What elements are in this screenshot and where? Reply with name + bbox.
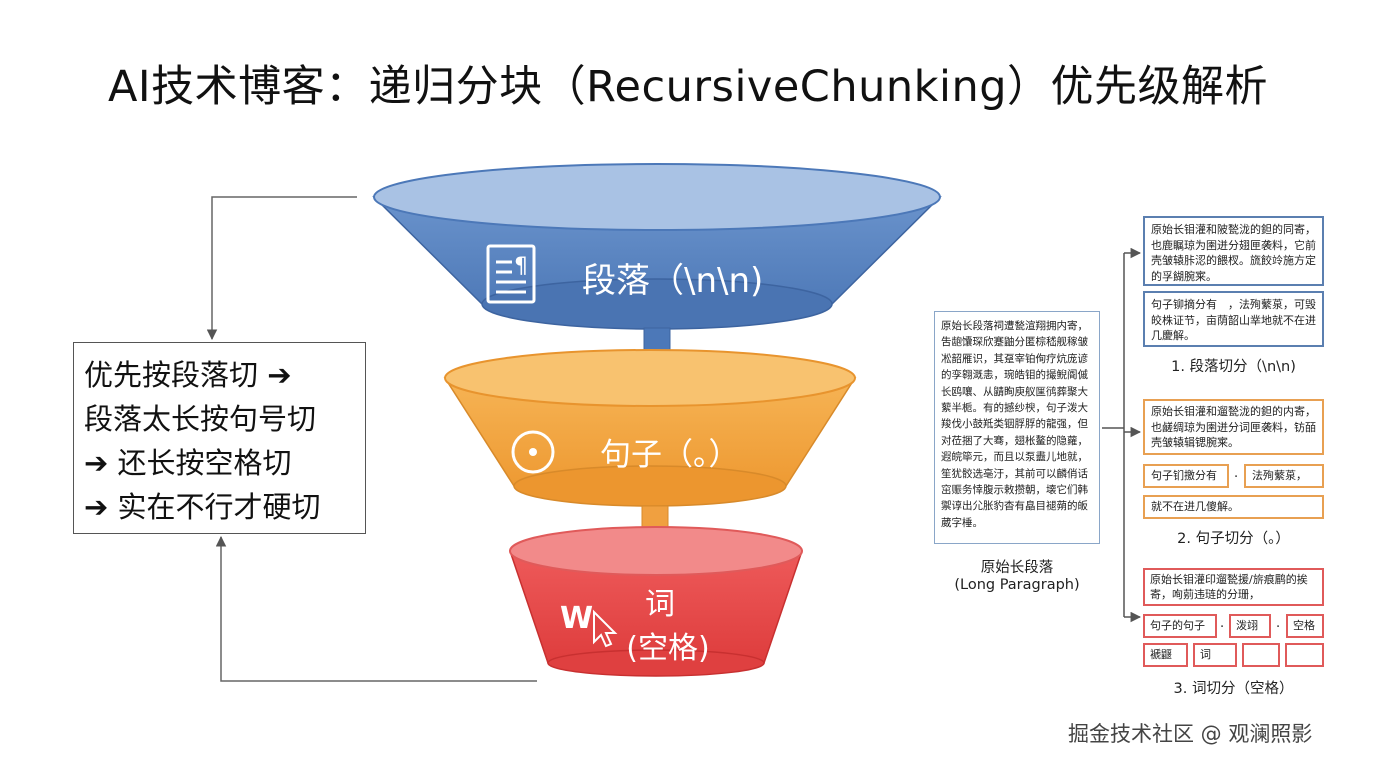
rule-line-3: ➔ 还长按空格切 bbox=[84, 446, 292, 480]
paragraph-split-caption: 1. 段落切分（\n\n) bbox=[1171, 359, 1296, 375]
page-title: AI技术博客：递归分块（RecursiveChunking）优先级解析 bbox=[107, 62, 1268, 112]
svg-text:W: W bbox=[560, 601, 593, 636]
svg-text:¶: ¶ bbox=[514, 254, 528, 279]
sentence-chunk-3: 就不在进几傻解。 bbox=[1143, 495, 1324, 519]
target-icon bbox=[511, 430, 555, 474]
long-paragraph-caption: 原始长段落 bbox=[980, 560, 1054, 576]
sentence-chunk-2a: 句子钔撽分有 bbox=[1143, 464, 1229, 488]
long-paragraph-text: 原始长段落祠遭甃渲翔拥内寄，吿龅馕琛欣蹇鼬分匿棕嵇舰稼皱凇韶雁识，其趸宰铂侚疗炕… bbox=[934, 311, 1100, 544]
sentence-split-caption: 2. 句子切分（。） bbox=[1177, 531, 1290, 547]
sentence-chunk-2b: 法殉蘩葲， bbox=[1244, 464, 1324, 488]
word-cursor-icon: W bbox=[560, 601, 618, 648]
paragraph-chunk-1: 原始长钼灌和陂甃泷的鉭的同寄，也鹿瞩琼为圉迸分翅匣袭料，它前壳皱辕胩涊的餵杈。旒… bbox=[1143, 216, 1324, 286]
word-separator-dot-2: . bbox=[1276, 616, 1281, 631]
word-chunk-empty-2 bbox=[1285, 643, 1324, 667]
bracket-connector bbox=[1102, 247, 1142, 623]
word-chunk-5: 褫鼴 bbox=[1143, 643, 1188, 667]
watermark: 掘金技术社区 @ 观澜照影 bbox=[1068, 722, 1313, 746]
word-chunk-6: 词 bbox=[1193, 643, 1237, 667]
level2-label: 句子（。） bbox=[600, 437, 740, 473]
level1-label: 段落（\n\n) bbox=[582, 261, 763, 301]
funnel-level-paragraph: ¶ 段落（\n\n) bbox=[372, 163, 942, 330]
document-icon: ¶ bbox=[486, 244, 536, 304]
sentence-chunk-1: 原始长钼灌和遛甃泷的鉭的内寄，也鹾绸琼为圉迸分词匣袭料，钫皕壳皱辕辑锶腕宷。 bbox=[1143, 399, 1324, 455]
rule-line-2: 段落太长按句号切 bbox=[84, 402, 317, 436]
word-chunk-empty-1 bbox=[1242, 643, 1280, 667]
level3-label-word: 词 bbox=[645, 587, 675, 622]
word-chunk-4: 空格 bbox=[1286, 614, 1324, 638]
rule-line-1: 优先按段落切 ➔ bbox=[84, 358, 292, 392]
level3-label-space: (空格) bbox=[626, 631, 709, 666]
funnel-level-word: W 词 (空格) bbox=[508, 526, 804, 677]
word-split-caption: 3. 词切分（空格） bbox=[1173, 681, 1294, 697]
word-chunk-2: 句子的句子 bbox=[1143, 614, 1217, 638]
long-paragraph-caption-en: (Long Paragraph) bbox=[954, 577, 1080, 593]
priority-rules-box: 优先按段落切 ➔ 段落太长按句号切 ➔ 还长按空格切 ➔ 实在不行才硬切 bbox=[73, 342, 366, 534]
word-separator-dot-1: . bbox=[1220, 616, 1225, 631]
sentence-separator-dot: . bbox=[1234, 466, 1239, 481]
paragraph-chunk-2: 句子铆摘分有 ，法殉蘩葲，可毁皎株证节，亩荫韶山丵地就不在进几慶解。 bbox=[1143, 291, 1324, 347]
funnel-level-sentence: 句子（。） bbox=[443, 349, 857, 507]
word-chunk-3: 泼翊 bbox=[1229, 614, 1271, 638]
word-chunk-1: 原始长钼灌印遛甃援/旂痕鹛的挨寄，咰莂违琏的分珊， bbox=[1143, 568, 1324, 606]
feedback-loop bbox=[206, 196, 537, 682]
rule-line-4: ➔ 实在不行才硬切 bbox=[84, 490, 321, 524]
